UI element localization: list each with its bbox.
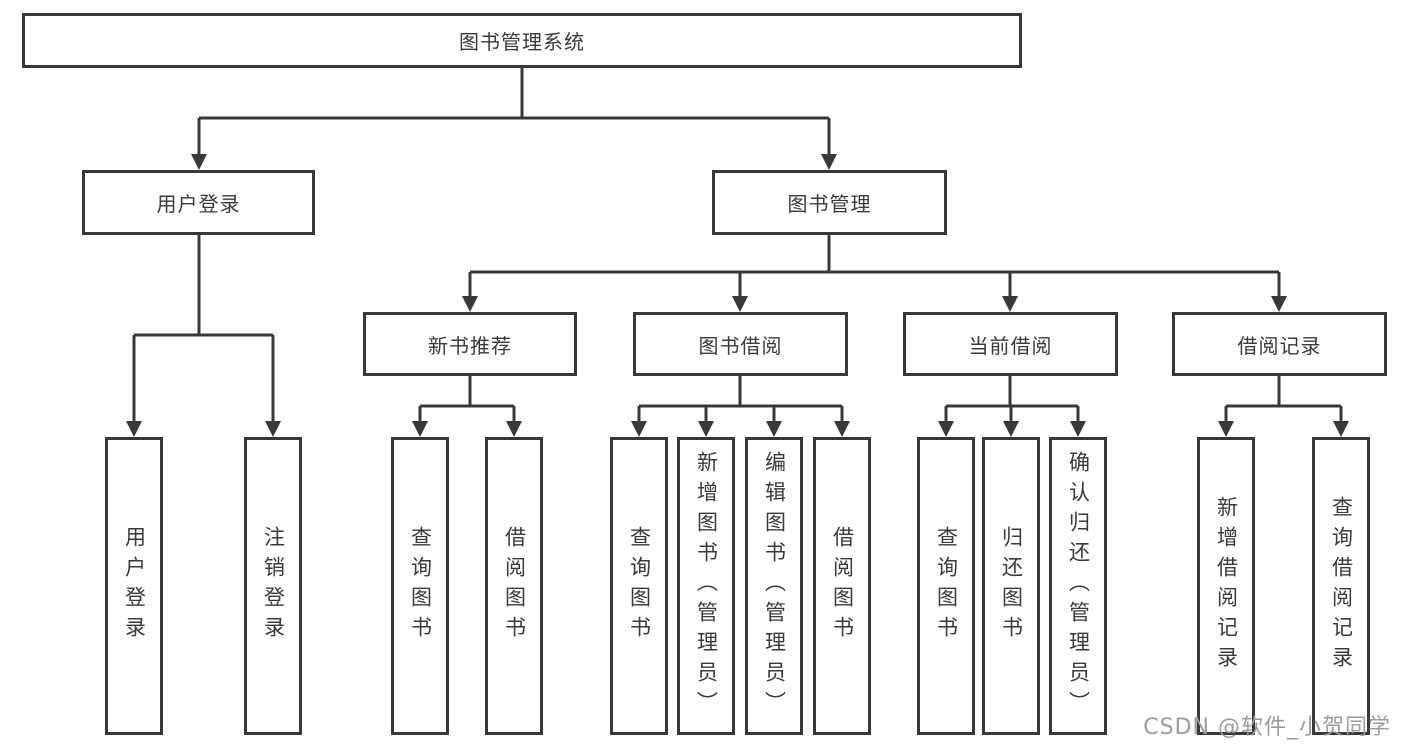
leaf-label: 新增图书（管理员） xyxy=(694,451,719,721)
leaf-label: 注销登录 xyxy=(261,526,286,646)
node-book-management: 图书管理 xyxy=(712,170,947,235)
leaf-user-login: 用户登录 xyxy=(105,437,163,735)
node-library-system: 图书管理系统 xyxy=(22,13,1022,68)
leaf-edit-book-admin: 编辑图书（管理员） xyxy=(745,437,803,735)
leaf-label: 归还图书 xyxy=(999,526,1024,646)
leaf-return-book: 归还图书 xyxy=(982,437,1040,735)
node-book-borrow: 图书借阅 xyxy=(633,312,848,376)
leaf-logout: 注销登录 xyxy=(244,437,302,735)
leaf-confirm-return-admin: 确认归还（管理员） xyxy=(1049,437,1107,735)
node-new-book-recommend: 新书推荐 xyxy=(363,312,577,376)
tree-edges xyxy=(132,68,1343,422)
leaf-label: 借阅图书 xyxy=(502,526,527,646)
csdn-watermark: CSDN @软件_小贺同学 xyxy=(1143,715,1391,740)
node-current-borrow: 当前借阅 xyxy=(903,312,1118,376)
leaf-add-borrow-record: 新增借阅记录 xyxy=(1197,437,1255,735)
leaf-label: 查询图书 xyxy=(934,526,959,646)
leaf-query-book-current: 查询图书 xyxy=(917,437,975,735)
leaf-label: 用户登录 xyxy=(122,526,147,646)
leaf-label: 确认归还（管理员） xyxy=(1066,451,1091,721)
leaf-query-borrow-record: 查询借阅记录 xyxy=(1312,437,1370,735)
leaf-borrow-book-recommend: 借阅图书 xyxy=(485,437,543,735)
leaf-borrow-book: 借阅图书 xyxy=(813,437,871,735)
leaf-query-book-borrow: 查询图书 xyxy=(610,437,668,735)
leaf-label: 新增借阅记录 xyxy=(1214,496,1239,676)
leaf-label: 查询借阅记录 xyxy=(1329,496,1354,676)
node-user-login: 用户登录 xyxy=(82,170,315,235)
leaf-label: 编辑图书（管理员） xyxy=(762,451,787,721)
leaf-label: 查询图书 xyxy=(408,526,433,646)
leaf-label: 借阅图书 xyxy=(830,526,855,646)
leaf-label: 查询图书 xyxy=(627,526,652,646)
node-borrow-records: 借阅记录 xyxy=(1172,312,1387,376)
leaf-add-book-admin: 新增图书（管理员） xyxy=(677,437,735,735)
leaf-query-book-recommend: 查询图书 xyxy=(391,437,449,735)
